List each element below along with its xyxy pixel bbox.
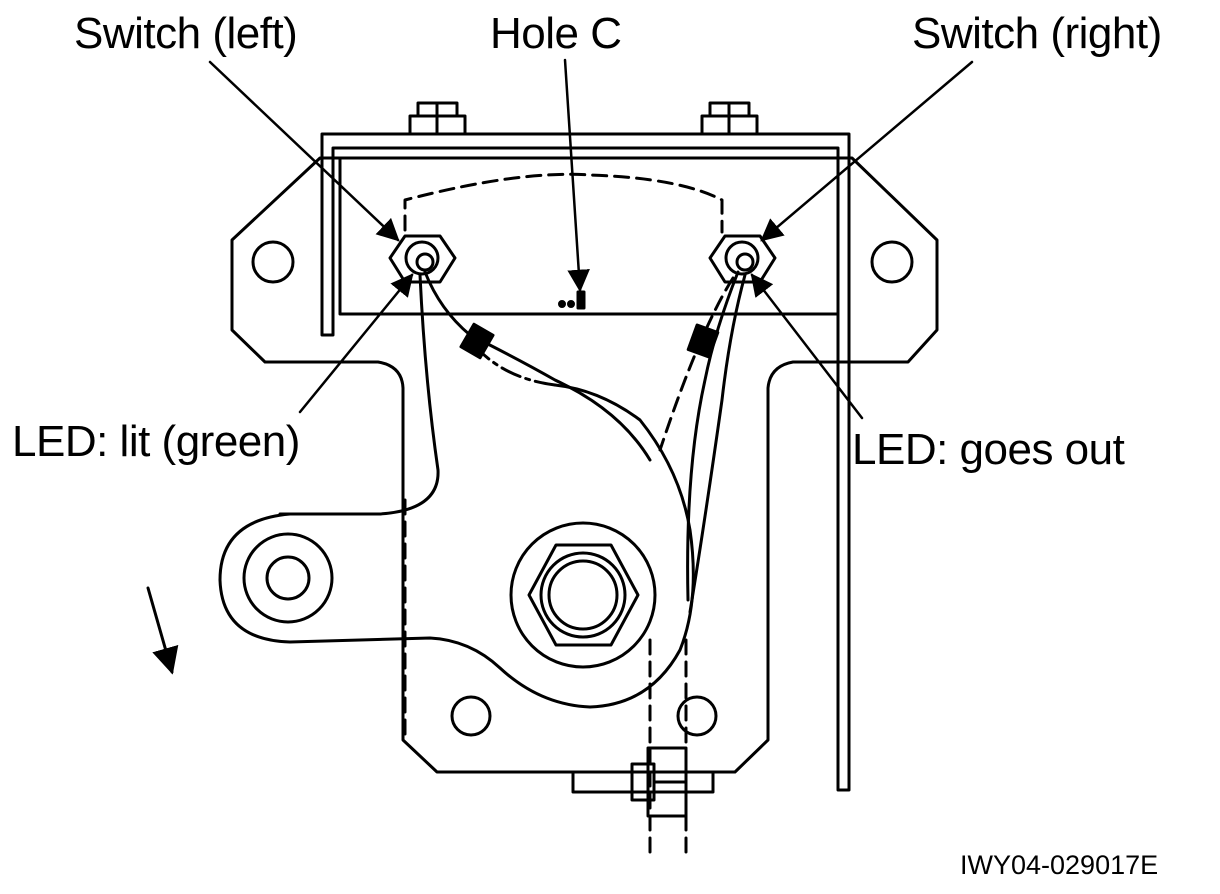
label-hole-c: Hole C: [490, 9, 622, 58]
switch-right-cable: [658, 270, 747, 614]
cam-hidden-outline: [403, 172, 724, 234]
plate-hole-bottom-left: [450, 695, 492, 737]
label-switch-left: Switch (left): [74, 9, 298, 58]
cam-lever: [218, 338, 695, 709]
label-led-right: LED: goes out: [852, 425, 1125, 474]
plate-hole-left: [251, 240, 295, 284]
label-switch-right: Switch (right): [912, 9, 1162, 58]
leader-lines: [208, 58, 974, 420]
plate-hole-bottom-right: [676, 695, 718, 737]
hole-c-mark: [558, 290, 586, 310]
figure-code: IWY04-029017E: [960, 850, 1159, 880]
label-led-left: LED: lit (green): [12, 417, 300, 466]
plate-hole-right: [870, 240, 914, 284]
rotation-arrow: [146, 586, 179, 675]
switch-left-cable: [278, 270, 652, 516]
switch-bracket: [320, 101, 851, 792]
switch-left-body: [388, 234, 457, 284]
mounting-plate: [230, 156, 939, 774]
switch-right-body: [708, 234, 777, 284]
bottom-clamp: [571, 746, 715, 818]
